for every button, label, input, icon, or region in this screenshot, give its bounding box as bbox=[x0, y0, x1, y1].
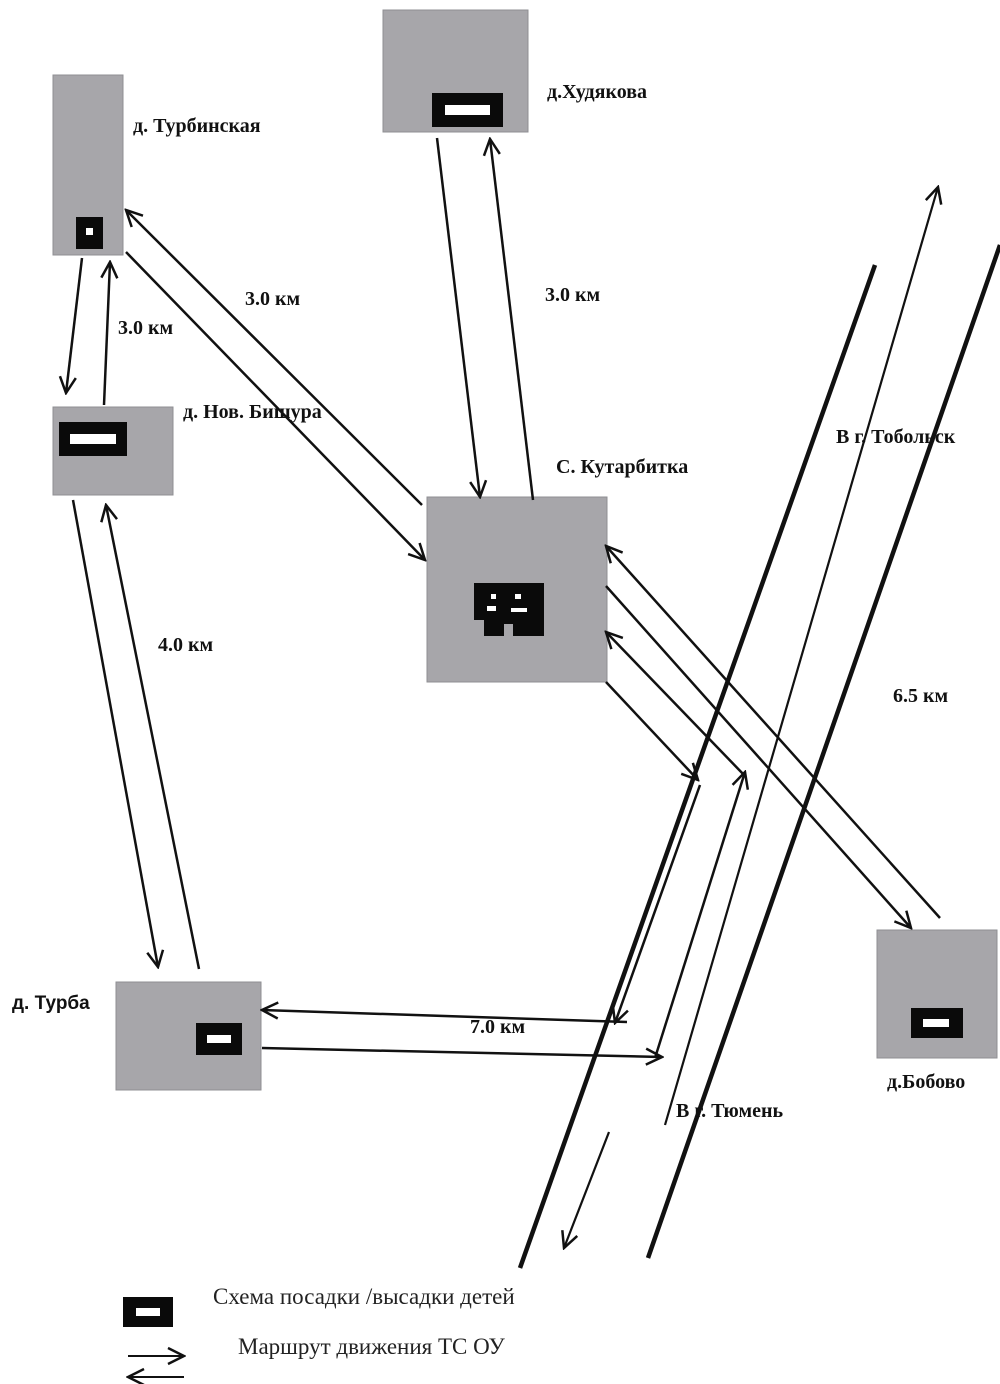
distance-kutarbitka-bobovo: 6.5 км bbox=[893, 685, 949, 707]
boarding-markers bbox=[59, 93, 963, 1055]
label-khudyakova: д.Худякова bbox=[547, 81, 648, 103]
route-kutarbitka-to-khudyakova bbox=[490, 139, 535, 501]
distance-turbinskaya-bishura: 3.0 км bbox=[118, 317, 174, 339]
route-highway-to-turba bbox=[262, 1010, 628, 1024]
distance-turba-highway: 7.0 км bbox=[470, 1016, 526, 1038]
legend-graphics bbox=[123, 1297, 184, 1377]
route-turbinskaya-to-bishura bbox=[66, 257, 84, 393]
bobovo-block bbox=[876, 929, 998, 1059]
legend-route-label: Маршрут движения ТС ОУ bbox=[238, 1334, 505, 1359]
boarding-marker-nov-bishura bbox=[59, 422, 127, 456]
direction-tyumen: В г. Тюмень bbox=[676, 1100, 784, 1122]
legend-boarding-label: Схема посадки /высадки детей bbox=[213, 1284, 515, 1309]
highway-right bbox=[645, 244, 1000, 1259]
route-highway-up bbox=[653, 772, 745, 1059]
route-arrows bbox=[66, 137, 941, 1059]
label-kutarbitka: С. Кутарбитка bbox=[556, 456, 689, 478]
route-kutarbitka-to-highway bbox=[605, 681, 698, 780]
route-kutarbitka-to-bobovo bbox=[605, 585, 911, 928]
villages bbox=[52, 9, 998, 1091]
school-icon-kutarbitka bbox=[474, 583, 544, 636]
route-bobovo-to-kutarbitka bbox=[606, 546, 941, 919]
tobolsk-direction-line bbox=[663, 187, 938, 1126]
route-highway-to-kutarbitka bbox=[606, 632, 746, 777]
route-turba-to-highway bbox=[261, 1046, 662, 1057]
route-bishura-to-turbinskaya bbox=[104, 262, 110, 406]
distance-khudyakova-kutarbitka: 3.0 км bbox=[545, 284, 601, 306]
label-turbinskaya: д. Турбинская bbox=[133, 115, 261, 137]
distance-bishura-turba: 4.0 км bbox=[158, 634, 214, 656]
boarding-marker-khudyakova bbox=[432, 93, 503, 127]
boarding-marker-turbinskaya bbox=[76, 217, 103, 249]
route-turbinskaya-to-kutarbitka bbox=[125, 251, 425, 560]
route-khudyakova-to-kutarbitka bbox=[435, 137, 480, 497]
direction-tobolsk: В г. Тобольск bbox=[836, 426, 956, 448]
route-bishura-to-turba bbox=[71, 499, 158, 967]
distance-turbinskaya-kutarbitka: 3.0 км bbox=[245, 288, 301, 310]
label-turba: д. Турба bbox=[12, 993, 90, 1014]
route-highway-down bbox=[615, 784, 702, 1023]
label-bobovo: д.Бобово bbox=[887, 1071, 966, 1093]
legend-route-arrows-icon bbox=[128, 1356, 184, 1377]
route-kutarbitka-to-turbinskaya bbox=[126, 210, 423, 506]
tyumen-direction-arrow bbox=[564, 1131, 611, 1248]
legend-boarding-icon bbox=[123, 1297, 173, 1327]
boarding-marker-bobovo bbox=[911, 1008, 963, 1038]
boarding-marker-turba bbox=[196, 1023, 242, 1055]
label-nov-bishura: д. Нов. Бишура bbox=[183, 401, 322, 423]
route-turba-to-bishura bbox=[106, 505, 201, 970]
